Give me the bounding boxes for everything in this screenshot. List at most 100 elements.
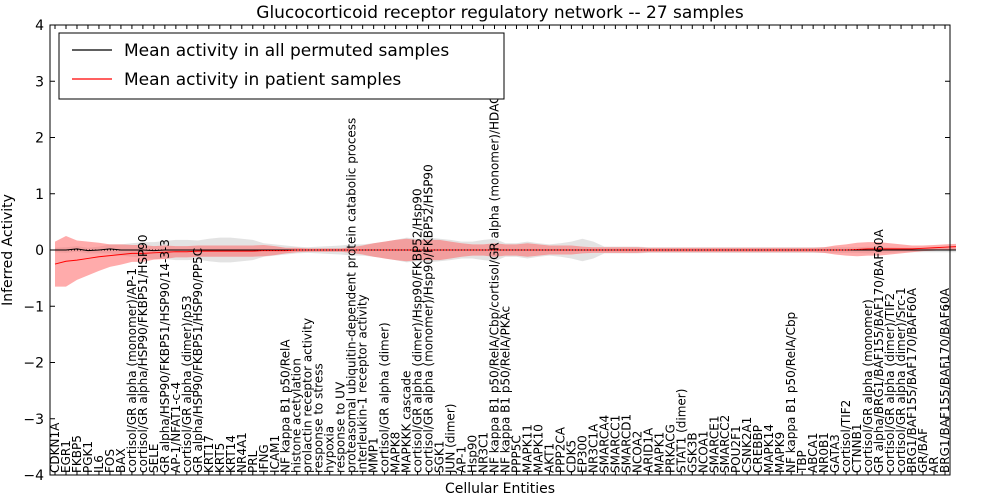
x-tick-label: histone acetylation <box>290 358 304 473</box>
x-tick-label: SGK1 <box>433 441 447 473</box>
x-tick-label: interleukin-1 receptor activity <box>356 294 370 473</box>
y-tick-label: 4 <box>35 18 44 34</box>
x-tick-label: KRT5 <box>213 443 227 473</box>
x-tick-label: AP-1/NFAT1-c-4 <box>169 382 183 473</box>
x-tick-label: GR alpha/BRG1/BAF155/BAF170/BAF60A <box>872 229 886 474</box>
x-tick-label: AKT1 <box>542 443 556 473</box>
x-tick-label: SMARCE1 <box>707 415 721 473</box>
x-tick-label: FOS <box>103 449 117 473</box>
x-tick-label: KRT17 <box>202 435 216 473</box>
x-tick-label: SMARCC2 <box>718 415 732 473</box>
y-tick-label: 1 <box>35 187 44 203</box>
x-tick-label: JUN (dimer) <box>444 404 458 474</box>
x-tick-label: proteasomal ubiquitin-dependent protein … <box>345 118 359 473</box>
x-tick-label: CDK5 <box>564 440 578 473</box>
x-tick-label: ICAM1 <box>268 435 282 473</box>
x-tick-label: CREBBP <box>751 425 765 473</box>
x-tick-label: PGK1 <box>81 441 95 473</box>
x-tick-label: GATA3 <box>828 434 842 473</box>
x-tick-label: NF kappa B1 p50/RelA/Cbp <box>784 312 798 473</box>
x-tick-label: CTNNB1 <box>850 423 864 473</box>
x-tick-label: cortisol/GR alpha (monomer)/Hsp90/FKBP52… <box>422 164 436 473</box>
x-tick-label: cortisol/GR alpha (dimer)/p53 <box>180 295 194 473</box>
x-tick-label: PPP2CA <box>553 426 567 473</box>
x-tick-label: CDKN1A <box>48 422 62 473</box>
x-tick-label: cortisol/GR alpha (dimer)/Hsp90/FKBP52/H… <box>411 188 425 473</box>
lines-layer <box>54 246 957 265</box>
x-tick-label: MAPK8 <box>389 432 403 473</box>
y-tick-label: −1 <box>23 299 44 315</box>
x-tick-label: MMP1 <box>367 437 381 473</box>
series-2-band <box>55 235 956 287</box>
x-axis-label: Cellular Entities <box>445 481 555 497</box>
x-tick-label: NR3C1 <box>477 432 491 473</box>
x-tick-label: cortisol/GR alpha (dimer) <box>378 322 392 473</box>
x-tick-label: GR alpha/HSP90/FKBP51/HSP90/PP5C <box>191 248 205 473</box>
x-tick-label: MAPK14 <box>762 424 776 473</box>
x-tick-label: response to UV <box>334 381 348 473</box>
x-tick-label: POU2F1 <box>729 425 743 473</box>
x-tick-label: Hsp90 <box>466 435 480 473</box>
x-tick-label: AP-1 <box>455 446 469 473</box>
x-tick-label: NF kappa B1 p50/RelA/PKAc <box>498 306 512 473</box>
legend-label: Mean activity in all permuted samples <box>124 41 449 61</box>
x-tick-label: NR4A1 <box>235 432 249 473</box>
x-tick-label: NF kappa B1 p50/RelA/Cbp/cortisol/GR alp… <box>488 88 502 473</box>
x-tick-label: MAPK1 <box>652 432 666 473</box>
x-tick-label: GR/BAF <box>916 428 930 473</box>
x-tick-label: cortisol/TIF2 <box>839 400 853 473</box>
x-tick-label: BRG1/BAF155/BAF170/BAF60A <box>938 287 952 473</box>
x-tick-label: NF kappa B1 p50/RelA <box>279 339 293 473</box>
x-tick-label: NCOA2 <box>630 431 644 473</box>
series-2-line <box>54 246 957 265</box>
x-tick-label: AR <box>927 456 941 473</box>
legend: Mean activity in all permuted samplesMea… <box>58 32 505 100</box>
x-tick-label: SELE <box>147 444 161 473</box>
x-tick-label: PPP5C <box>509 435 523 473</box>
x-tick-label: GR alpha/HSP90/FKBP51/HSP90/14-3-3 <box>158 239 172 473</box>
x-tick-label: hypoxia <box>323 426 337 473</box>
x-tick-label: ARID1A <box>641 427 655 473</box>
x-tick-label: KRT14 <box>224 435 238 473</box>
x-tick-label: response to stress <box>312 363 326 473</box>
x-tick-label: SMARCA4 <box>597 415 611 473</box>
legend-box <box>58 32 505 100</box>
y-tick-label: −2 <box>23 356 44 372</box>
x-tick-label: IFNG <box>257 444 271 473</box>
x-tick-label: EP300 <box>575 435 589 473</box>
x-tick-label: GSK3B <box>685 432 699 473</box>
legend-label: Mean activity in patient samples <box>124 70 401 90</box>
x-tick-label: MAPKKK cascade <box>400 371 414 473</box>
x-tick-label: IL6 <box>92 455 106 473</box>
x-tick-label: cortisol/GR alpha (dimer)/Src-1 <box>894 287 908 473</box>
y-axis-label: Inferred Activity <box>0 194 16 306</box>
x-tick-label: MAPK9 <box>773 432 787 473</box>
y-tick-label: −3 <box>23 412 44 428</box>
y-tick-label: −4 <box>23 468 44 484</box>
x-tick-label: MAPK11 <box>520 424 534 473</box>
y-tick-label: 2 <box>35 131 44 147</box>
x-tick-label: NR0B1 <box>817 432 831 473</box>
x-tick-label: SMARCD1 <box>619 414 633 473</box>
x-tick-label: cortisol/GR alpha (dimer)/TIF2 <box>883 293 897 473</box>
x-tick-label: BAX <box>114 448 128 473</box>
chart-title: Glucocorticoid receptor regulatory netwo… <box>256 3 744 23</box>
x-tick-label: FKBP5 <box>70 435 84 473</box>
x-tick-label: prolactin receptor activity <box>301 318 315 473</box>
x-tick-label: TBP <box>795 450 809 474</box>
x-tick-label: CSNK2A1 <box>740 417 754 473</box>
x-tick-label: PRKACG <box>663 424 677 473</box>
x-tick-label: STAT1 (dimer) <box>674 389 688 473</box>
y-tick-label: 3 <box>35 74 44 90</box>
x-tick-label: EGR1 <box>59 440 73 473</box>
x-tick-label: BRG1/BAF155/BAF170/BAF60A <box>905 287 919 473</box>
x-tick-label: cortisol/GR alpha/HSP90/FKBP51/HSP90 <box>136 234 150 473</box>
x-tick-label: ABCA1 <box>806 433 820 473</box>
x-tick-label: SMARCC1 <box>608 415 622 473</box>
y-tick-label: 0 <box>35 243 44 259</box>
x-tick-label: MAPK10 <box>531 424 545 473</box>
x-tick-label: NR3C1A <box>586 423 600 473</box>
